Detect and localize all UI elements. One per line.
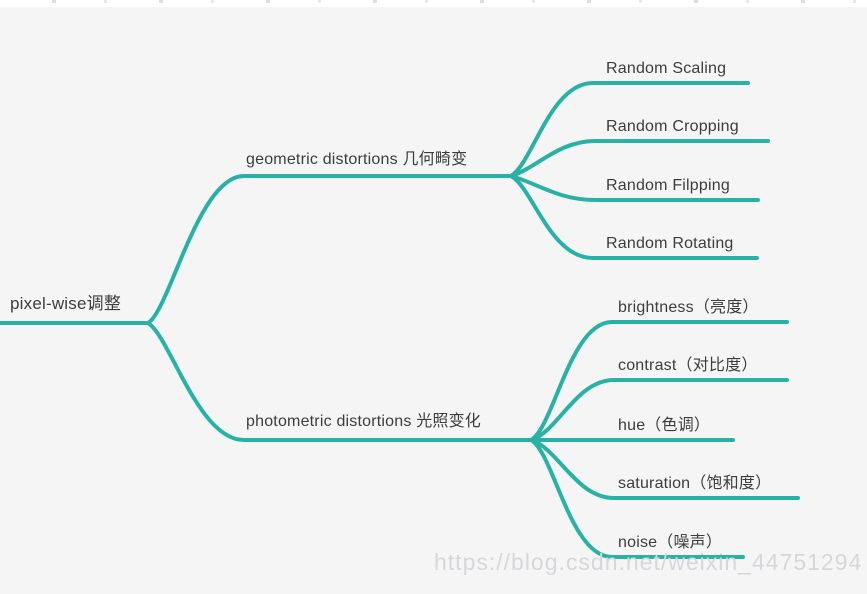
edge-root-to-photometric [146, 321, 246, 442]
leaf-label-random-filpping: Random Filpping [606, 177, 730, 194]
edge-to-random-rotating [509, 174, 759, 260]
edge-to-saturation [529, 438, 800, 500]
leaf-label-brightness: brightness（亮度） [618, 299, 759, 316]
edge-to-random-scaling [509, 81, 750, 178]
edge-to-random-filpping [509, 174, 760, 202]
leaf-label-contrast: contrast（对比度） [618, 357, 758, 374]
top-edge-strip [0, 0, 867, 7]
leaf-label-hue: hue（色调） [618, 417, 711, 434]
leaf-label-random-cropping: Random Cropping [606, 118, 739, 135]
edge-to-random-cropping [509, 139, 770, 178]
leaf-label-noise: noise（噪声） [618, 534, 723, 551]
branch-label-geometric-distortions: geometric distortions 几何畸变 [246, 151, 468, 168]
branch-label-photometric-distortions: photometric distortions 光照变化 [246, 413, 482, 430]
leaf-label-random-scaling: Random Scaling [606, 60, 727, 77]
root-node-label: pixel-wise调整 [10, 294, 122, 313]
edge-root-to-geometric [146, 174, 246, 325]
edge-to-brightness [529, 320, 789, 442]
leaf-label-saturation: saturation（饱和度） [618, 475, 772, 492]
csdn-watermark: https://blog.csdn.net/weixin_44751294 [434, 549, 863, 575]
edge-to-noise [529, 438, 745, 559]
leaf-label-random-rotating: Random Rotating [606, 235, 734, 252]
edge-to-contrast [529, 378, 789, 442]
